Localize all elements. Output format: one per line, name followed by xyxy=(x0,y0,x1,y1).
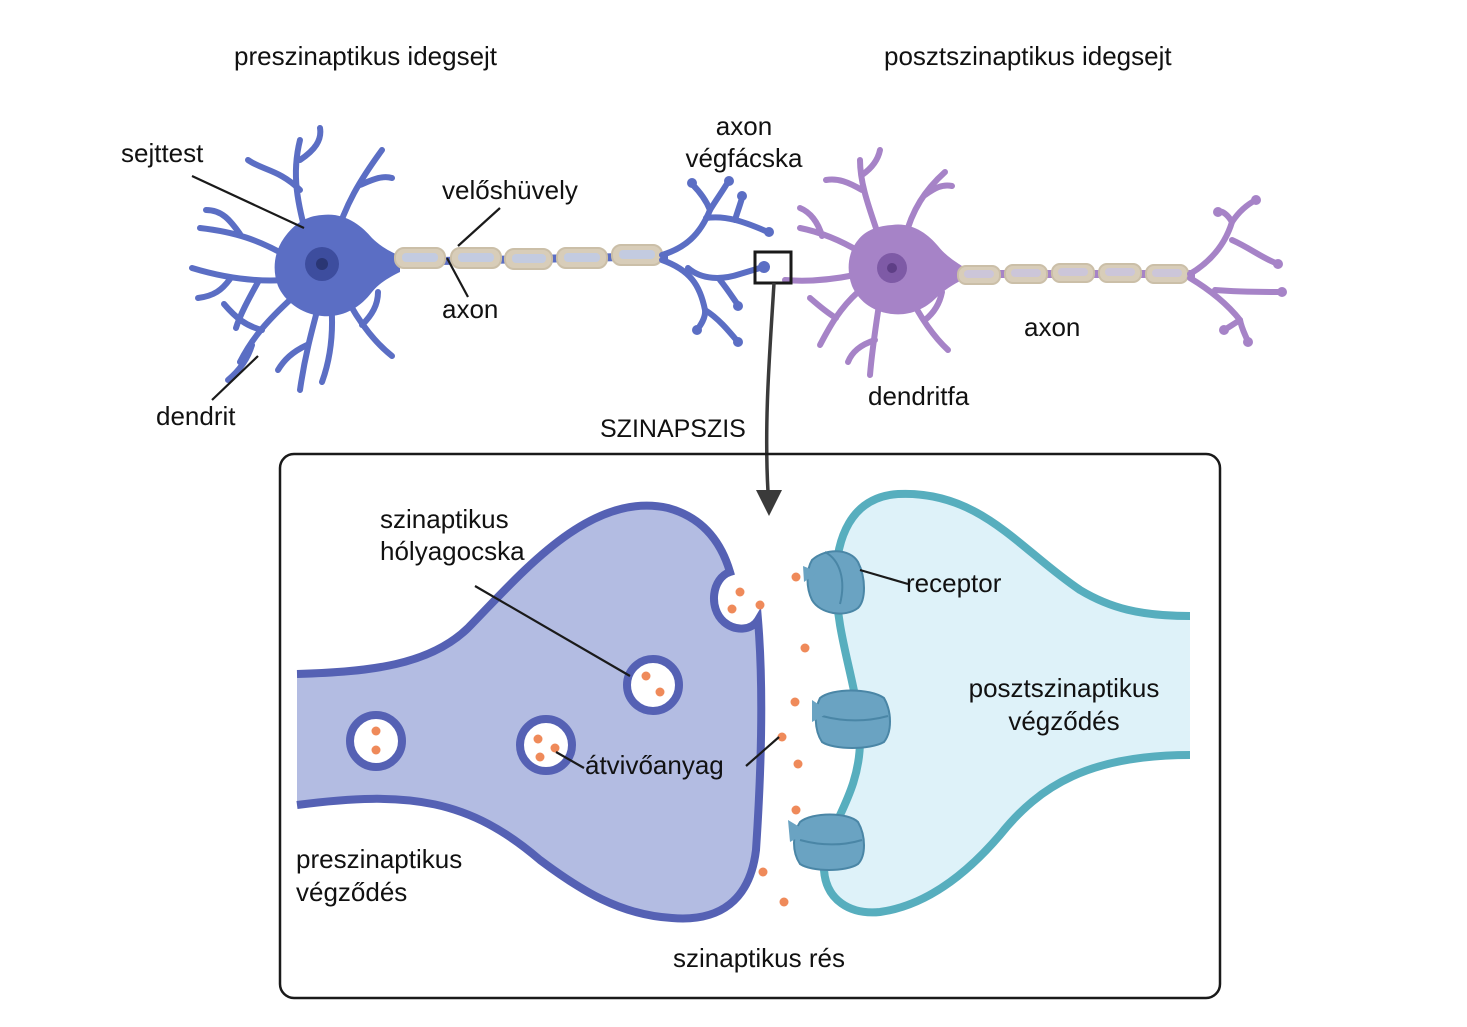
receptor-label: receptor xyxy=(906,568,1002,598)
synapse-zoom-arrowhead xyxy=(756,490,782,516)
axon-label-pre: axon xyxy=(442,294,499,324)
dendrite-tree-label: dendritfa xyxy=(868,381,970,411)
synaptic-cleft-label: szinaptikus rés xyxy=(673,943,845,973)
vesicle xyxy=(516,715,576,775)
axon-leader xyxy=(446,257,469,298)
neurotransmitter-label: átvivőanyag xyxy=(585,750,724,780)
myelin-sheath xyxy=(394,244,663,270)
myelin-leader xyxy=(457,207,501,247)
postsynaptic-terminal-knobs xyxy=(1213,195,1287,347)
cell-body-label: sejttest xyxy=(121,138,204,168)
synaptic-vesicle-label-line1: szinaptikus xyxy=(380,504,509,534)
receptors xyxy=(788,550,891,871)
presynaptic-axon-terminal xyxy=(659,179,771,345)
presynaptic-neuron-title: preszinaptikus idegsejt xyxy=(234,41,498,71)
presynaptic-terminal-label-line2: végződés xyxy=(296,877,408,907)
synaptic-vesicles xyxy=(346,655,683,775)
dendrite-label: dendrit xyxy=(156,401,236,431)
top-leader-lines xyxy=(191,175,501,401)
postsynaptic-neuron xyxy=(782,147,1287,378)
synapse-detail-frame xyxy=(278,452,1222,1000)
receptor-2 xyxy=(812,689,891,749)
presynaptic-terminal-label-line1: preszinaptikus xyxy=(296,844,463,874)
myelin-sheath-label: velőshüvely xyxy=(442,175,578,205)
postsynaptic-nucleolus xyxy=(887,263,897,273)
dendrite-leader xyxy=(211,355,259,401)
postsynaptic-axon-terminal xyxy=(1187,197,1285,345)
receptor-3 xyxy=(788,813,865,871)
postsynaptic-terminal-label-line2: végződés xyxy=(1008,706,1120,736)
receptor-1 xyxy=(803,550,865,615)
synaptic-vesicle-label-line2: hólyagocska xyxy=(380,536,525,566)
presynaptic-terminal xyxy=(296,501,766,923)
presynaptic-terminal-knobs xyxy=(687,176,774,347)
receptor-leader xyxy=(859,568,909,586)
neurotransmitter-leader-right xyxy=(745,736,780,767)
vesicle xyxy=(346,711,406,771)
axon-terminal-label-line2: végfácska xyxy=(685,143,803,173)
presynaptic-nucleolus xyxy=(316,258,328,270)
neurotransmitter-leader-left xyxy=(555,751,585,769)
presynaptic-neuron xyxy=(189,125,774,393)
cell-body-leader xyxy=(191,175,305,229)
postsynaptic-terminal-label-line1: posztszinaptikus xyxy=(968,673,1160,703)
postsynaptic-myelin xyxy=(957,263,1189,285)
axon-label-post: axon xyxy=(1024,312,1081,342)
postsynaptic-neuron-title: posztszinaptikus idegsejt xyxy=(884,41,1172,71)
vesicle xyxy=(623,655,683,715)
neurotransmitter-molecules xyxy=(371,572,810,907)
axon-terminal-label-line1: axon xyxy=(715,111,773,141)
synapse-zoom-arrow xyxy=(764,282,776,493)
synapse-label: SZINAPSZIS xyxy=(600,415,746,443)
detail-leader-lines xyxy=(474,568,909,769)
vesicle-leader xyxy=(474,585,631,677)
